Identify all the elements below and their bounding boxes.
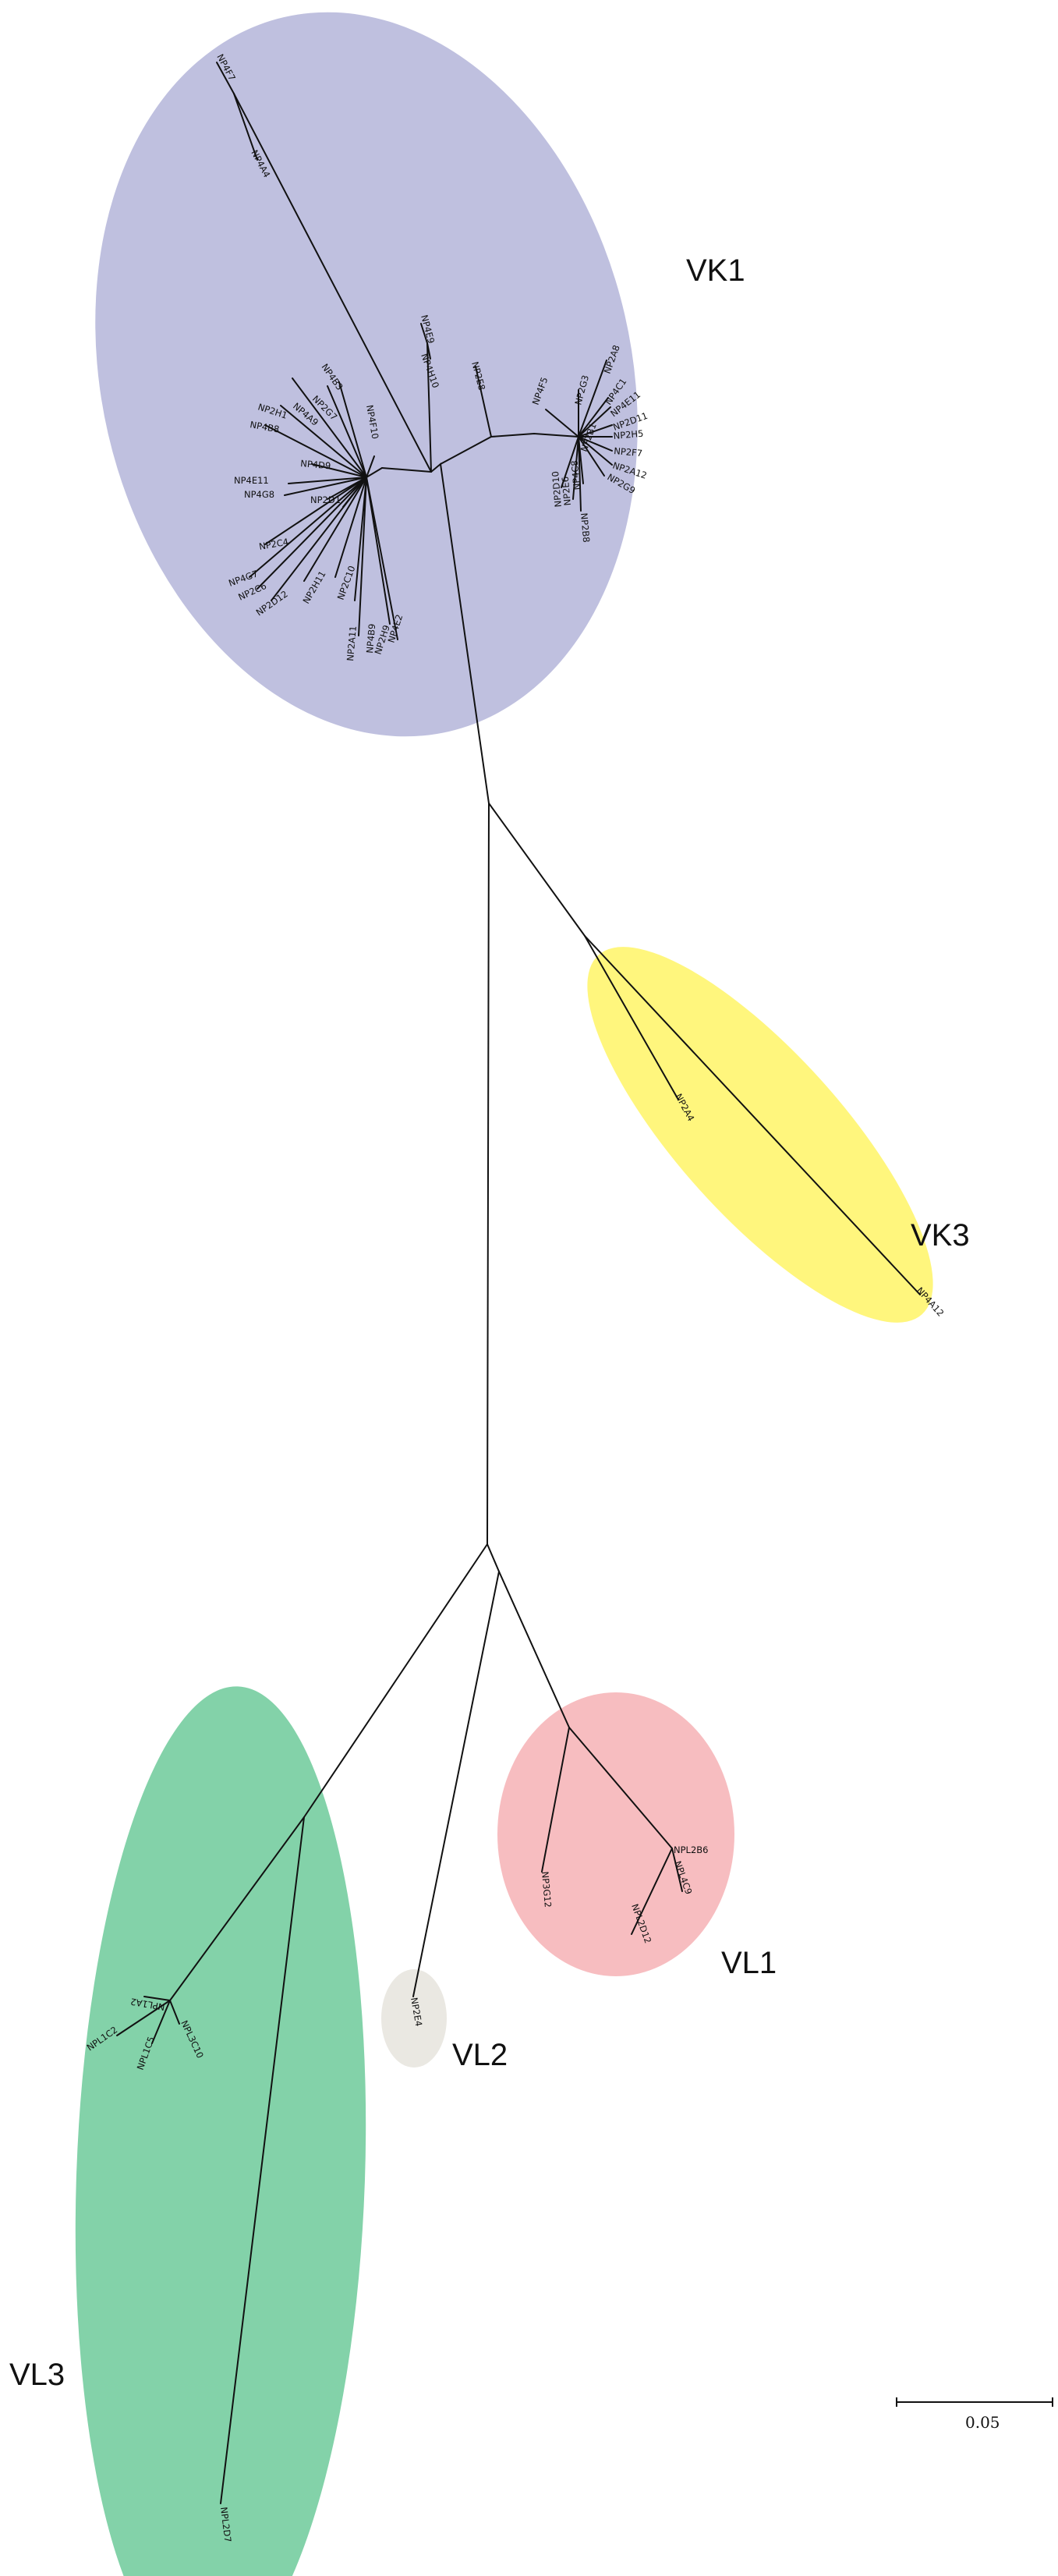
leaf-np2d10: NP2D10 [550, 471, 564, 508]
group-label-vk3: VK3 [911, 1218, 970, 1253]
vk1-cluster-region [95, 12, 638, 737]
leaf-np2f7: NP2F7 [614, 445, 643, 459]
group-label-vl2: VL2 [452, 2038, 508, 2072]
vk3-cluster-region [587, 947, 933, 1323]
leaf-np2e6: NP2E6 [560, 476, 573, 506]
group-label-vk1: VK1 [686, 253, 745, 288]
leaf-npl2b6: NPL2B6 [674, 1844, 708, 1855]
group-label-vl3: VL3 [9, 2358, 65, 2392]
tree-branches [116, 62, 921, 2504]
leaf-np4e11: NP4E11 [234, 475, 269, 486]
vl1-cluster-region [497, 1692, 734, 1976]
leaf-np2c4: NP2C4 [258, 537, 289, 552]
leaf-np2e4: NP2E4 [409, 1997, 424, 2027]
scale-bar: 0.05 [896, 2397, 1053, 2432]
leaf-np3g12: NP3G12 [540, 1871, 554, 1908]
scale-bar-label: 0.05 [965, 2413, 1000, 2432]
group-label-vl1: VL1 [721, 1946, 777, 1980]
leaf-np4b9: NP4B9 [364, 623, 377, 654]
leaf-np2h5: NP2H5 [613, 428, 644, 441]
vl2-cluster-region [381, 1969, 447, 2068]
leaf-np2d1: NP2D1 [310, 494, 341, 505]
leaf-np2a11: NP2A11 [345, 625, 359, 661]
leaf-np4g8: NP4G8 [244, 489, 274, 500]
leaf-np4b8: NP4B8 [249, 419, 280, 434]
leaf-npl2d7: NPL2D7 [218, 2507, 233, 2543]
leaf-np2b8: NP2B8 [579, 512, 592, 543]
vl3-cluster-region [75, 1686, 366, 2576]
leaf-np4d9: NP4D9 [300, 458, 331, 471]
leaf-np4c8: NP4C8 [569, 460, 582, 491]
